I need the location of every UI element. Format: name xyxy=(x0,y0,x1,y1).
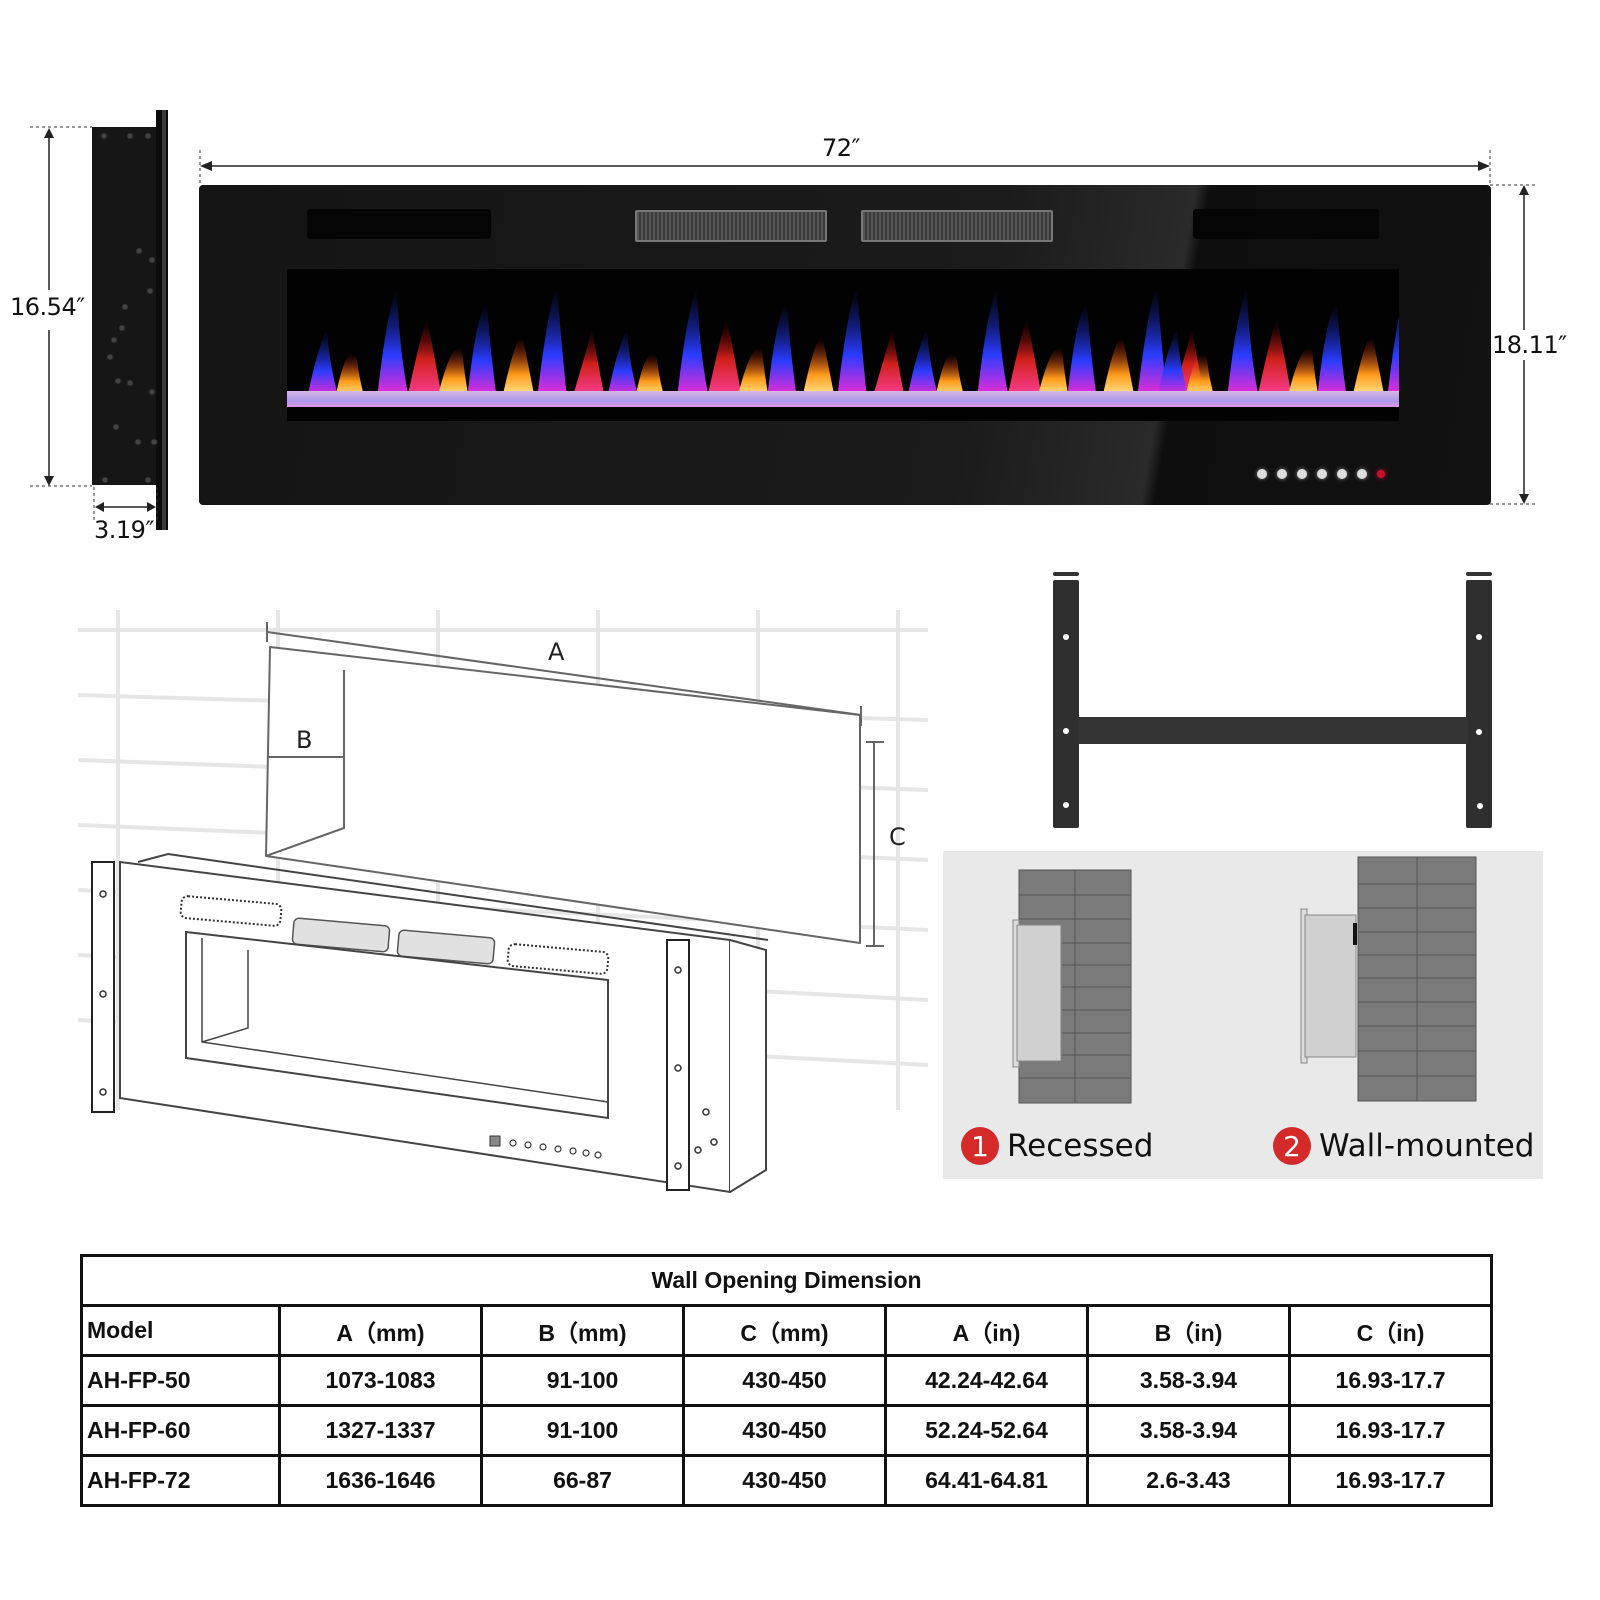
table-cell: 430-450 xyxy=(682,1354,887,1407)
mounting-option-recessed: 1 Recessed xyxy=(961,1127,1153,1165)
heater-grille-right xyxy=(861,210,1053,242)
column-header: B（mm) xyxy=(480,1304,685,1357)
power-icon[interactable] xyxy=(1257,469,1267,479)
table-cell: 66-87 xyxy=(480,1454,685,1507)
heater-grille-left xyxy=(635,210,827,242)
side-height-label: 16.54″ xyxy=(10,293,85,321)
table-cell: AH-FP-60 xyxy=(80,1404,281,1457)
wall-recess-diagram xyxy=(78,610,928,1194)
table-row: AH-FP-50 1073-1083 91-100 430-450 42.24-… xyxy=(80,1354,1494,1407)
table-cell: 64.41-64.81 xyxy=(884,1454,1089,1507)
table-cell: 42.24-42.64 xyxy=(884,1354,1089,1407)
dimension-c-label: C xyxy=(889,823,906,851)
ember-icon[interactable] xyxy=(1357,469,1367,479)
table-cell: 91-100 xyxy=(480,1354,685,1407)
flame-window xyxy=(287,269,1399,421)
table-cell: AH-FP-72 xyxy=(80,1454,281,1507)
number-badge: 1 xyxy=(961,1127,999,1165)
side-view-illustration xyxy=(30,110,168,530)
dimension-a-label: A xyxy=(548,638,565,666)
front-height-arrow xyxy=(1490,184,1538,505)
table-row: AH-FP-72 1636-1646 66-87 430-450 64.41-6… xyxy=(80,1454,1494,1507)
mounting-options-panel: 1 Recessed 2 Wall-mounted xyxy=(943,851,1543,1179)
vent-left xyxy=(307,209,491,239)
table-cell: 16.93-17.7 xyxy=(1287,1404,1494,1457)
table-cell: 2.6-3.43 xyxy=(1086,1454,1291,1507)
table-cell: 91-100 xyxy=(480,1404,685,1457)
flames-icon xyxy=(287,289,1399,407)
table-cell: 16.93-17.7 xyxy=(1287,1354,1494,1407)
mounting-bracket-illustration xyxy=(1053,572,1492,828)
table-cell: 16.93-17.7 xyxy=(1287,1454,1494,1507)
table-cell: 52.24-52.64 xyxy=(884,1404,1089,1457)
fireplace-front-panel xyxy=(199,185,1491,505)
width-label: 72″ xyxy=(816,134,867,162)
table-cell: 430-450 xyxy=(682,1404,887,1457)
table-cell: 1327-1337 xyxy=(278,1404,483,1457)
table-header-row: Model A（mm) B（mm) C（mm) A（in) B（in) C（in… xyxy=(80,1304,1494,1357)
control-panel xyxy=(1257,469,1385,479)
table-cell: 430-450 xyxy=(682,1454,887,1507)
depth-label: 3.19″ xyxy=(94,516,154,544)
recessed-install-icon xyxy=(1012,869,1132,1104)
width-dimension-arrow xyxy=(199,150,1491,186)
brightness-icon[interactable] xyxy=(1337,469,1347,479)
front-height-label: 18.11″ xyxy=(1492,331,1567,359)
table-row: AH-FP-60 1327-1337 91-100 430-450 52.24-… xyxy=(80,1404,1494,1457)
wall-mounted-install-icon xyxy=(1300,856,1477,1102)
number-badge: 2 xyxy=(1273,1127,1311,1165)
table-cell: 3.58-3.94 xyxy=(1086,1354,1291,1407)
table-cell: 1073-1083 xyxy=(278,1354,483,1407)
heat-icon[interactable] xyxy=(1297,469,1307,479)
flame-color-icon[interactable] xyxy=(1317,469,1327,479)
table-cell: AH-FP-50 xyxy=(80,1354,281,1407)
mounting-option-label: Recessed xyxy=(1007,1128,1154,1164)
column-header: A（in) xyxy=(884,1304,1089,1357)
wall-opening-dimension-table: Wall Opening Dimension Model A（mm) B（mm)… xyxy=(79,1254,1494,1507)
table-cell: 1636-1646 xyxy=(278,1454,483,1507)
mounting-option-label: Wall-mounted xyxy=(1319,1128,1535,1164)
table-cell: 3.58-3.94 xyxy=(1086,1404,1291,1457)
column-header: B（in) xyxy=(1086,1304,1291,1357)
dimension-b-label: B xyxy=(296,726,313,754)
indicator-light-icon xyxy=(1377,470,1385,478)
column-header: C（mm) xyxy=(682,1304,887,1357)
mounting-option-wall-mounted: 2 Wall-mounted xyxy=(1273,1127,1534,1165)
column-header: A（mm) xyxy=(278,1304,483,1357)
column-header: C（in) xyxy=(1287,1304,1494,1357)
table-title: Wall Opening Dimension xyxy=(79,1254,1494,1307)
column-header: Model xyxy=(80,1304,281,1357)
timer-icon[interactable] xyxy=(1277,469,1287,479)
vent-right xyxy=(1193,209,1379,239)
